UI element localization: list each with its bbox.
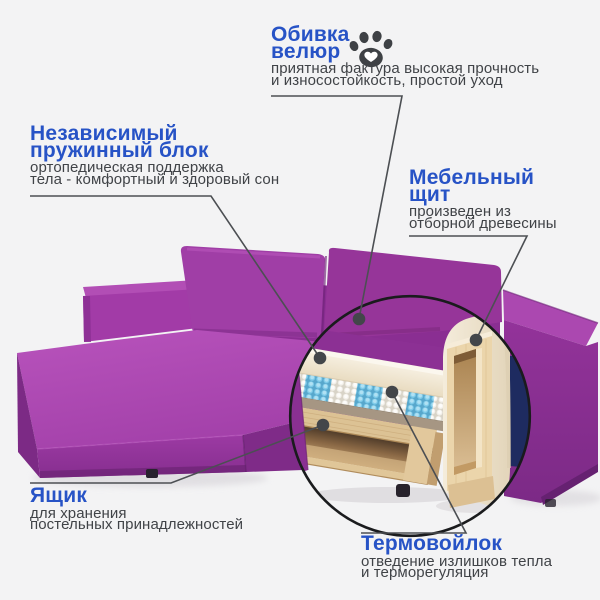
callout-felt-title: Термовойлок [361,532,503,555]
callout-felt: Термовойлок отведение излишков тепла и т… [361,532,553,582]
leader-line-felt [361,391,468,534]
marker-dot-upholstery [352,312,366,326]
paw-icon [349,30,393,68]
back-cushion-left [180,246,326,338]
callout-drawer-desc: для хранения постельных принадлежностей [30,504,244,534]
foam-layer [293,346,458,399]
left-armrest [83,280,199,298]
leader-line-board [409,235,529,341]
felt-layer [290,392,447,432]
leader-lines [30,95,529,534]
callout-drawer: Ящик для хранения постельных принадлежно… [30,484,244,534]
leader-line-drawer [30,424,324,484]
leader-line-spring-block [30,195,321,359]
callout-board-desc: произведен из отборной древесины [409,203,557,232]
callout-upholstery-title: Обивка велюр [271,23,350,63]
callout-spring-block: Независимый пружинный блок ортопедическа… [30,122,280,188]
callout-board-title: Мебельный щит [409,166,535,206]
callout-upholstery-desc: приятная фактура высокая прочность и изн… [271,60,540,89]
right-armrest [502,289,599,507]
marker-dots [313,312,483,432]
marker-dot-spring-block [313,351,327,365]
marker-dot-drawer [316,418,330,432]
layer-stack [290,346,458,486]
magnifier-circle [288,294,532,538]
marker-dot-board [469,333,483,347]
drawer-foot [396,484,410,497]
furniture-board [447,331,495,508]
callout-board: Мебельный щит произведен из отборной дре… [409,166,557,232]
sofa-foot [146,469,158,478]
callout-drawer-title: Ящик [30,484,88,507]
callout-spring-block-desc: ортопедическая поддержка тела - комфортн… [30,159,280,188]
callout-upholstery: Обивка велюр приятная фактура высокая пр… [271,23,540,89]
callout-spring-block-title: Независимый пружинный блок [30,122,209,162]
marker-dot-felt [385,385,399,399]
callout-felt-desc: отведение излишков тепла и терморегуляци… [361,552,553,582]
leader-line-upholstery [271,95,403,320]
